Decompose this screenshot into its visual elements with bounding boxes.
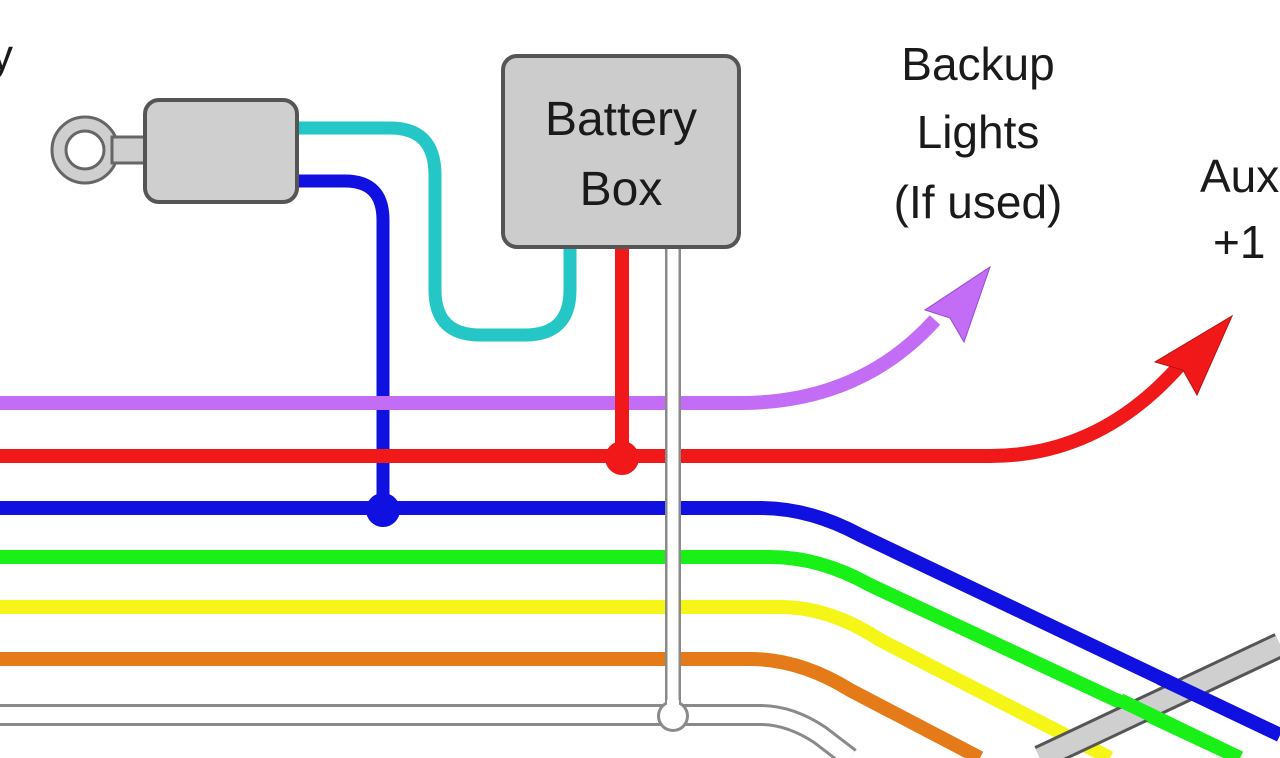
arrow-purple-icon: [923, 265, 991, 344]
ring-terminal-icon: [50, 98, 299, 204]
wire-green-over: [1116, 693, 1244, 758]
arrow-red-icon: [1153, 314, 1234, 397]
aux-line2: +1: [1213, 216, 1265, 268]
wire-orange: [0, 652, 984, 758]
battery-box: Battery Box: [501, 54, 741, 249]
wire-teal: [290, 121, 577, 342]
battery-box-label-line2: Box: [580, 163, 663, 216]
wire-blue-drop: [290, 174, 390, 508]
junction-blue: [366, 493, 400, 527]
junction-red: [605, 441, 639, 475]
wire-blue-over: [1156, 671, 1280, 742]
wire-purple: [0, 315, 941, 410]
wire-green: [0, 550, 1243, 758]
backup-lights-line3: (If used): [894, 176, 1063, 228]
wire-blue: [0, 501, 1280, 742]
wire-red: [0, 360, 1186, 463]
partial-label: y: [0, 31, 13, 80]
cable-gray-inner: [1035, 635, 1280, 758]
wire-white: [0, 707, 855, 758]
junction-white-fill: [667, 700, 679, 718]
backup-lights-label: Backup Lights (If used): [894, 38, 1063, 228]
backup-lights-line1: Backup: [901, 38, 1054, 90]
battery-box-label-line1: Battery: [545, 93, 697, 146]
aux-line1: Aux: [1200, 150, 1279, 202]
aux-label: Aux +1: [1200, 150, 1279, 268]
wire-yellow: [0, 600, 1114, 758]
backup-lights-line2: Lights: [917, 106, 1040, 158]
